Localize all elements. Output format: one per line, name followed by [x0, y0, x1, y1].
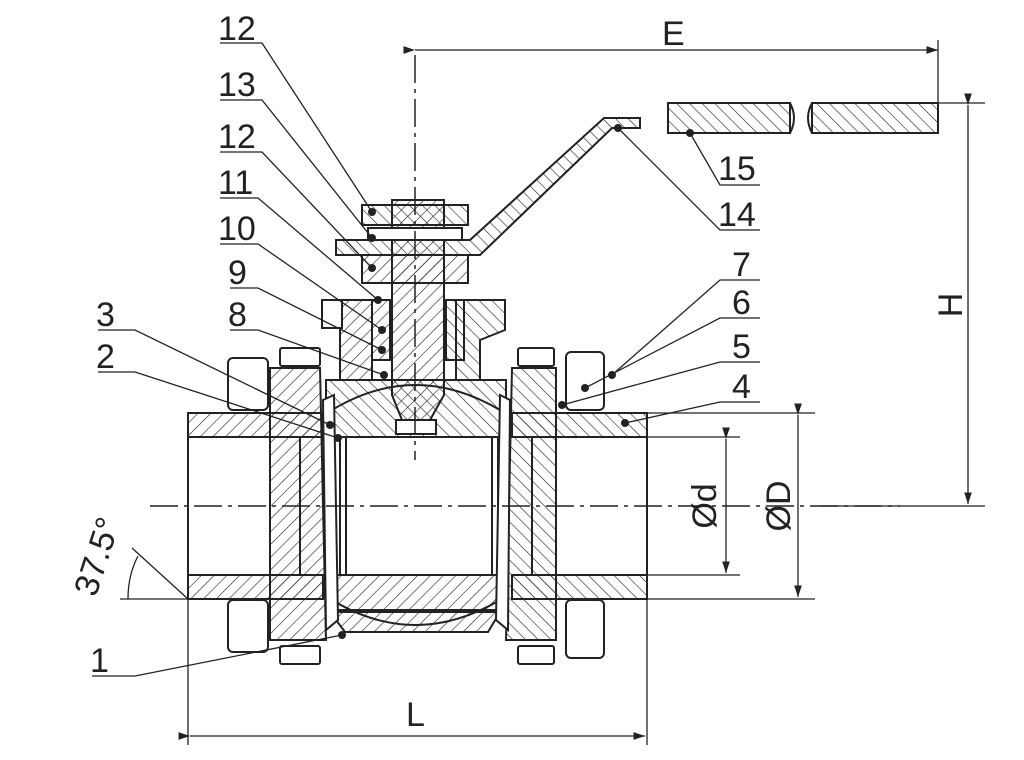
label-3: 3	[96, 296, 115, 334]
bonnet-left	[339, 299, 373, 381]
right-seat	[494, 393, 512, 633]
handle-grip-left	[667, 102, 791, 134]
dim-H: H	[932, 293, 970, 318]
label-12-second: 12	[218, 118, 256, 156]
leader-lines	[92, 42, 760, 677]
label-13: 13	[218, 66, 256, 104]
label-6: 6	[732, 284, 751, 322]
center-body-bottom	[325, 574, 507, 611]
label-15: 15	[718, 150, 756, 188]
stop-pin	[321, 299, 343, 329]
bonnet-right	[455, 299, 506, 381]
label-1: 1	[90, 642, 109, 680]
stem-tang	[395, 419, 437, 435]
valve-body	[187, 102, 939, 665]
bolt-bottom-left	[227, 599, 269, 653]
dimension-lines	[120, 40, 985, 745]
label-2: 2	[96, 338, 115, 376]
bolt-top-left	[227, 357, 269, 411]
dim-bore: Ød	[686, 483, 724, 528]
left-seat	[321, 393, 340, 633]
dim-L: L	[406, 696, 425, 734]
dim-outer-diameter: ØD	[760, 481, 798, 532]
body-base	[328, 611, 502, 633]
handle-lever	[335, 117, 641, 256]
left-flange	[269, 367, 328, 641]
part-labels: 12 13 12 11 10 9 8 3 2 1 7 6 5 4 15 14	[90, 10, 756, 680]
label-12-top: 12	[218, 10, 256, 48]
label-7: 7	[732, 246, 751, 284]
label-4: 4	[732, 368, 751, 406]
dim-angle: 37.5°	[67, 513, 128, 601]
label-11: 11	[218, 164, 253, 202]
label-10: 10	[218, 210, 256, 248]
label-8: 8	[228, 296, 247, 334]
label-5: 5	[732, 328, 751, 366]
label-14: 14	[718, 196, 756, 234]
packing-right	[445, 299, 465, 361]
dim-E: E	[662, 15, 685, 53]
handle-grip-right	[811, 102, 939, 134]
bolt-bottom-right	[565, 599, 605, 659]
right-end-cap-bottom	[511, 574, 648, 600]
label-9: 9	[228, 254, 247, 292]
